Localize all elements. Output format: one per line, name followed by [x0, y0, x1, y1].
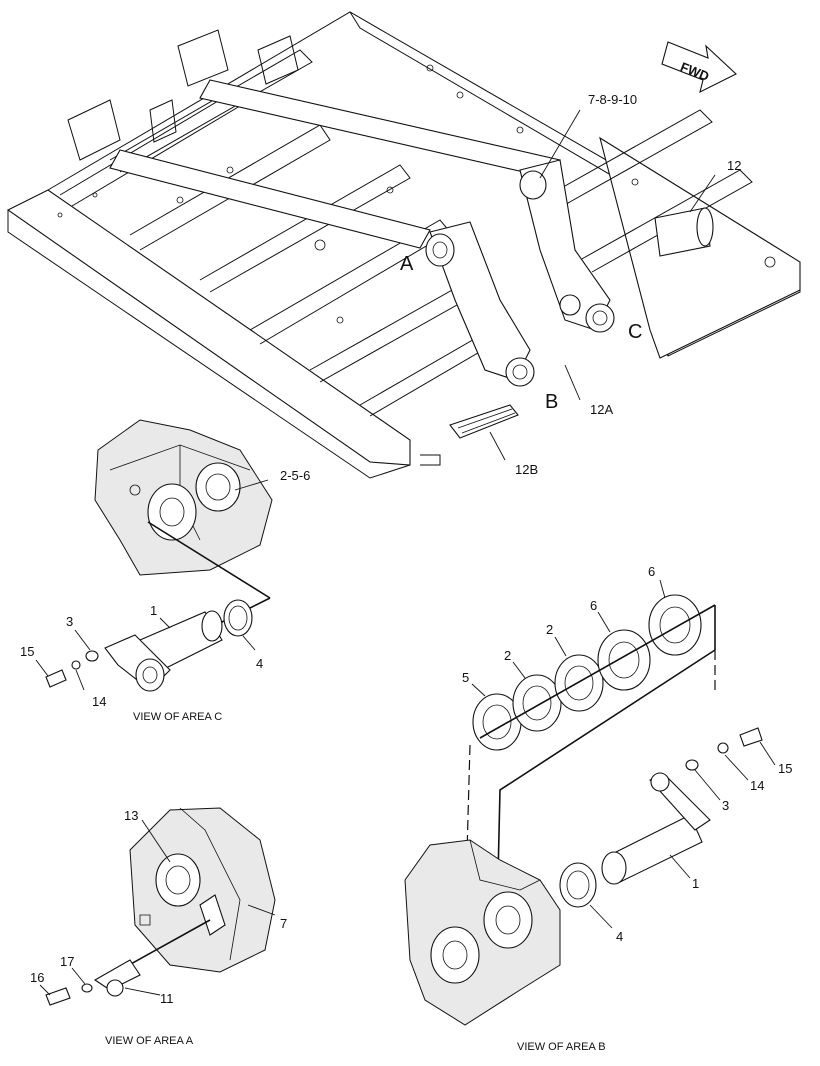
callout-12a: 12A	[590, 402, 613, 417]
area-b-ring-2b	[554, 654, 604, 712]
callout-17: 17	[60, 954, 74, 969]
callout-16: 16	[30, 970, 44, 985]
area-b-ring-6a	[597, 629, 651, 691]
area-b-ring-2a	[512, 674, 562, 732]
callout-12: 12	[727, 158, 741, 173]
area-b-housing	[404, 839, 561, 1026]
callout-b-2b: 2	[504, 648, 511, 663]
callout-b-14: 14	[750, 778, 764, 793]
area-letter-c: C	[628, 321, 642, 343]
area-b-ring-6b	[648, 594, 702, 656]
callout-b-6b: 6	[590, 598, 597, 613]
area-b-ring-4	[559, 862, 597, 908]
area-a-housing	[129, 807, 276, 973]
callout-11: 11	[160, 991, 174, 1006]
caption-view-b: VIEW OF AREA B	[517, 1041, 606, 1053]
callout-c-4: 4	[256, 656, 263, 671]
callout-c-1: 1	[150, 603, 157, 618]
left-long-rail	[6, 189, 411, 466]
view-area-c: 2-5-6 1 3 4 14 15 VIEW OF AREA C	[20, 419, 310, 723]
forward-arrow-icon: FWD	[661, 41, 737, 94]
callout-13: 13	[124, 808, 138, 823]
callout-b-4: 4	[616, 929, 623, 944]
callout-b-5: 5	[462, 670, 469, 685]
cross-cylinder	[654, 207, 711, 257]
callout-7: 7	[280, 916, 287, 931]
callout-b-15: 15	[778, 761, 792, 776]
callout-c-15: 15	[20, 644, 34, 659]
caption-view-a: VIEW OF AREA A	[105, 1035, 194, 1047]
diagonal-beam	[109, 149, 431, 249]
callout-c-3: 3	[66, 614, 73, 629]
step-12b	[449, 404, 519, 439]
callout-b-3: 3	[722, 798, 729, 813]
callout-b-2a: 2	[546, 622, 553, 637]
view-area-a: 13 7 11 16 17 VIEW OF AREA A	[30, 807, 287, 1047]
area-a-bracket	[93, 959, 141, 991]
area-c-ring	[223, 599, 253, 637]
callout-c-14: 14	[92, 694, 106, 709]
callout-7-8-9-10: 7-8-9-10	[588, 92, 637, 107]
callout-b-6a: 6	[648, 564, 655, 579]
callout-b-1: 1	[692, 876, 699, 891]
frame-holes	[57, 64, 776, 324]
caption-view-c: VIEW OF AREA C	[133, 711, 222, 723]
area-c-shim	[195, 462, 241, 512]
area-letter-b: B	[545, 391, 558, 413]
view-area-b: 6 6 2 2 5 15 14 3 1 4 VIEW OF AREA B	[404, 564, 792, 1053]
area-letter-a: A	[400, 253, 414, 275]
main-frame-view: A B C 7-8-9-10 12 12A 12B	[6, 11, 801, 479]
callout-12b: 12B	[515, 462, 538, 477]
callout-2-5-6: 2-5-6	[280, 468, 310, 483]
